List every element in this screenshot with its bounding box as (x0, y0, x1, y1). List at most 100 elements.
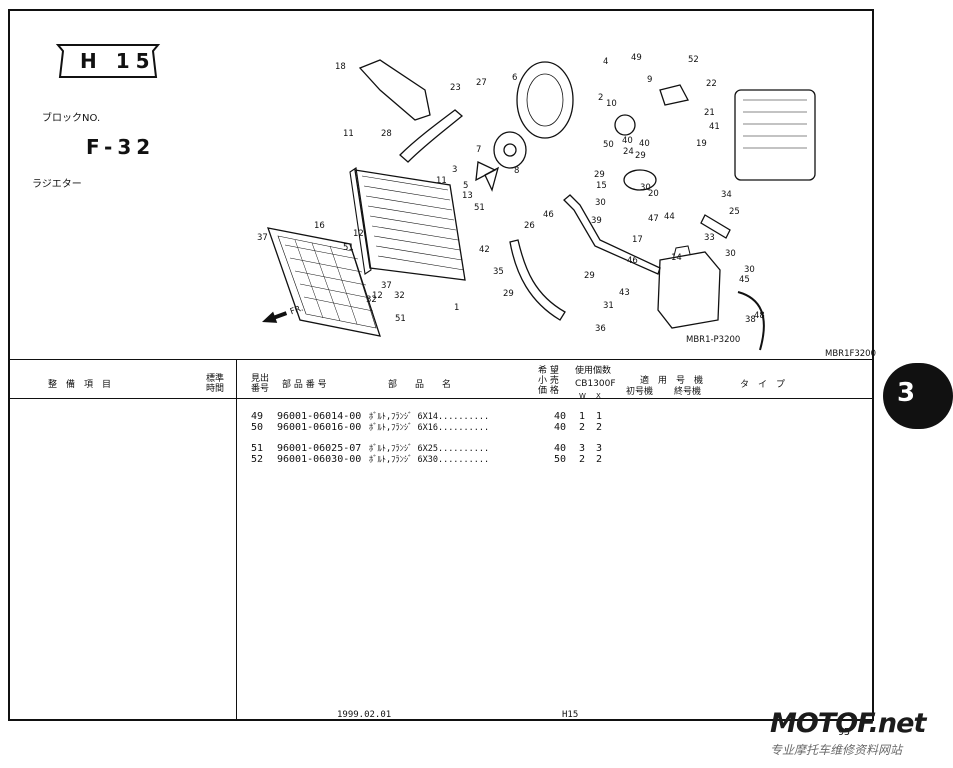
ref-code-1: MBR1F3200 (825, 349, 876, 359)
callout-37: 37 (257, 233, 268, 243)
callout-10: 10 (606, 99, 617, 109)
callout-1: 1 (454, 303, 459, 313)
callout-44: 44 (664, 212, 675, 222)
callout-29: 29 (594, 170, 605, 180)
callout-2: 2 (598, 93, 603, 103)
front-arrow: FR. (262, 303, 305, 323)
callout-33: 33 (704, 233, 715, 243)
callout-37: 37 (381, 281, 392, 291)
callout-40: 40 (622, 136, 633, 146)
watermark-brand: MOTOF.net (770, 708, 926, 739)
callout-14: 14 (671, 253, 682, 263)
callout-47: 47 (648, 214, 659, 224)
callout-43: 43 (619, 288, 630, 298)
callout-51: 51 (343, 243, 354, 253)
radiator-core (354, 169, 466, 281)
callout-40: 40 (639, 139, 650, 149)
col-model: CB1300F (575, 379, 616, 389)
callout-39: 39 (591, 216, 602, 226)
upper-hose (399, 109, 464, 163)
callout-36: 36 (595, 324, 606, 334)
callout-48: 48 (754, 311, 765, 321)
col-part-name: 部 品 名 (388, 380, 452, 390)
callout-16: 16 (314, 221, 325, 231)
callout-numbers: 1234567891011111212131415161718192021222… (257, 53, 765, 334)
callout-29: 29 (584, 271, 595, 281)
watermark-tagline: 专业摩托车维修资料网站 (770, 743, 903, 757)
table-column-divider (236, 360, 237, 720)
callout-30: 30 (744, 265, 755, 275)
callout-22: 22 (706, 79, 717, 89)
callout-45: 45 (739, 275, 750, 285)
callout-21: 21 (704, 108, 715, 118)
water-pipe (563, 194, 661, 275)
section-tab: 3 (883, 363, 953, 429)
callout-29: 29 (635, 151, 646, 161)
page-frame (8, 9, 874, 721)
callout-30: 30 (595, 198, 606, 208)
callout-7: 7 (476, 145, 481, 155)
callout-13: 13 (462, 191, 473, 201)
engine (734, 89, 816, 181)
callout-32: 32 (394, 291, 405, 301)
callout-30: 30 (640, 183, 651, 193)
callout-38: 38 (745, 315, 756, 325)
block-name: ラジエター (32, 179, 82, 190)
callout-12: 12 (372, 291, 383, 301)
callout-42: 42 (479, 245, 490, 255)
radiator-guard (267, 227, 381, 337)
callout-52: 52 (688, 55, 699, 65)
reserve-tank (657, 251, 721, 329)
lower-hose (509, 239, 566, 321)
footer-code: H15 (562, 710, 579, 720)
callout-4: 4 (603, 57, 608, 67)
callout-50: 50 (603, 140, 614, 150)
fan-shroud (358, 59, 431, 121)
callout-5: 5 (463, 181, 468, 191)
callout-17: 17 (632, 235, 643, 245)
cooling-fan (516, 61, 574, 139)
callout-11: 11 (436, 176, 447, 186)
col-ref-no: 見出 番号 (251, 374, 270, 394)
col-usage: 使用個数 (575, 366, 612, 376)
callout-3: 3 (452, 165, 457, 175)
col-applicable: 適 用 号 機 (640, 376, 704, 386)
col-maintenance-item: 整 備 項 目 (48, 380, 112, 390)
callout-29: 29 (503, 289, 514, 299)
callout-23: 23 (450, 83, 461, 93)
callout-6: 6 (512, 73, 517, 83)
col-first: 初号機 (626, 387, 654, 397)
callout-11: 11 (343, 129, 354, 139)
col-last: 終号機 (674, 387, 702, 397)
callout-9: 9 (647, 75, 652, 85)
col-part-no: 部 品 番 号 (282, 380, 327, 390)
col-type: タ イ プ (740, 380, 786, 390)
callout-18: 18 (335, 62, 346, 72)
page-number: 95 (838, 727, 851, 738)
block-number: F-32 (86, 135, 156, 159)
callout-20: 20 (648, 189, 659, 199)
callout-27: 27 (476, 78, 487, 88)
callout-51: 51 (474, 203, 485, 213)
callout-34: 34 (721, 190, 732, 200)
callout-28: 28 (381, 129, 392, 139)
block-title: H 15 (80, 49, 156, 73)
exploded-parts-diagram: FR. MBR1F3200 MBR1-P3200 123456789101111… (257, 53, 876, 359)
callout-12: 12 (353, 229, 364, 239)
col-x: X (596, 392, 601, 400)
block-title-badge: H 15 (52, 42, 164, 80)
callout-31: 31 (603, 301, 614, 311)
callout-46: 46 (627, 256, 638, 266)
col-w: W (579, 392, 586, 400)
callout-49: 49 (631, 53, 642, 63)
callout-35: 35 (493, 267, 504, 277)
callout-15: 15 (596, 181, 607, 191)
callout-46: 46 (543, 210, 554, 220)
callout-32: 32 (366, 295, 377, 305)
callout-41: 41 (709, 122, 720, 132)
footer-date: 1999.02.01 (337, 710, 392, 720)
